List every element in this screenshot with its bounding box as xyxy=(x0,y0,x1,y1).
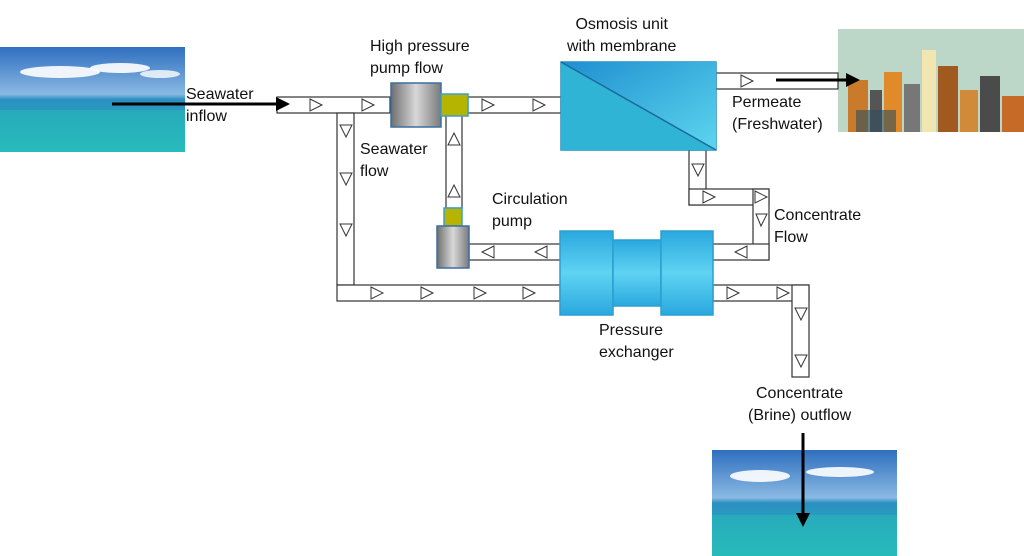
osmosis-unit xyxy=(560,61,717,151)
pressure-exchanger xyxy=(559,230,714,316)
circulation-pump xyxy=(436,207,470,269)
bold-arrows xyxy=(112,73,860,527)
label-brine-outflow: Concentrate (Brine) outflow xyxy=(748,385,852,424)
label-seawater-flow: Seawater flow xyxy=(360,141,428,180)
high-pressure-pump xyxy=(390,82,469,128)
pipe-seawater-flow xyxy=(336,112,355,286)
label-circulation-pump: Circulation pump xyxy=(492,191,568,230)
label-pressure-exchanger: Pressure exchanger xyxy=(599,322,674,361)
label-high-pressure-pump-flow: High pressure pump flow xyxy=(370,38,470,77)
flow-arrows xyxy=(309,74,808,369)
city-skyline-photo xyxy=(838,29,1024,132)
label-concentrate-flow: Concentrate Flow xyxy=(774,207,862,246)
label-permeate: Permeate (Freshwater) xyxy=(732,94,823,133)
label-seawater-inflow: Seawater inflow xyxy=(186,86,254,125)
seawater-photo xyxy=(0,47,185,152)
label-osmosis-unit: Osmosis unit with membrane xyxy=(567,16,677,55)
